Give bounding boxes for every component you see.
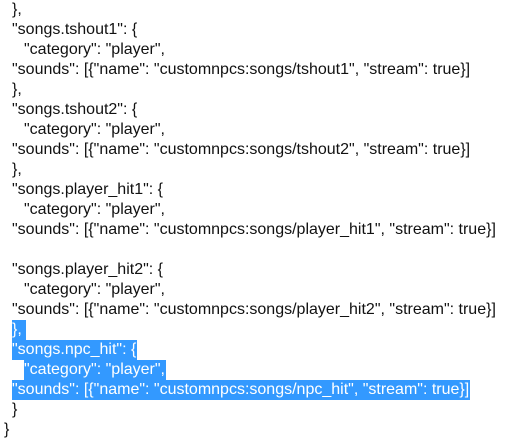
code-line-text: } <box>4 421 10 438</box>
code-line-text: "category": "player", <box>24 281 165 298</box>
code-line-text: }, <box>12 161 22 178</box>
code-line[interactable]: "category": "player", <box>0 40 526 60</box>
code-line[interactable]: } <box>0 400 526 420</box>
code-line-text: "category": "player", <box>24 41 165 58</box>
code-line[interactable]: "sounds": [{"name": "customnpcs:songs/pl… <box>0 300 526 320</box>
code-line-text: "songs.tshout1": { <box>12 21 138 38</box>
code-line[interactable]: }, <box>0 160 526 180</box>
code-line-selected[interactable]: "sounds": [{"name": "customnpcs:songs/np… <box>0 380 526 400</box>
code-line-selected[interactable]: "category": "player", <box>0 360 526 380</box>
code-line[interactable]: "sounds": [{"name": "customnpcs:songs/ts… <box>0 60 526 80</box>
code-line[interactable]: }, <box>0 0 526 20</box>
code-line-text: }, <box>12 81 22 98</box>
code-line-text: "sounds": [{"name": "customnpcs:songs/pl… <box>12 221 496 238</box>
code-line-text: } <box>12 401 18 418</box>
code-line-text: "sounds": [{"name": "customnpcs:songs/np… <box>12 380 471 400</box>
code-line-text: "songs.tshout2": { <box>12 101 138 118</box>
code-line[interactable]: "songs.tshout2": { <box>0 100 526 120</box>
code-line[interactable]: } <box>0 420 526 440</box>
code-line-text: "sounds": [{"name": "customnpcs:songs/pl… <box>12 301 496 318</box>
code-line-text: "songs.player_hit2": { <box>12 261 164 278</box>
code-line[interactable]: "category": "player", <box>0 280 526 300</box>
code-line-text: "category": "player", <box>24 360 166 380</box>
code-line[interactable]: }, <box>0 80 526 100</box>
code-line[interactable]: "songs.player_hit2": { <box>0 260 526 280</box>
code-line-text: "songs.npc_hit": { <box>12 340 138 360</box>
code-line-selected[interactable]: }, <box>0 320 526 340</box>
code-line[interactable]: "category": "player", <box>0 120 526 140</box>
code-line-text: "sounds": [{"name": "customnpcs:songs/ts… <box>12 141 471 158</box>
code-line[interactable]: "category": "player", <box>0 200 526 220</box>
code-line-text: }, <box>12 1 22 18</box>
code-line[interactable]: "songs.tshout1": { <box>0 20 526 40</box>
code-line[interactable]: "sounds": [{"name": "customnpcs:songs/pl… <box>0 220 526 240</box>
code-line[interactable]: "songs.player_hit1": { <box>0 180 526 200</box>
code-line[interactable]: "sounds": [{"name": "customnpcs:songs/ts… <box>0 140 526 160</box>
code-line-text: }, <box>12 320 26 340</box>
code-line-text: "category": "player", <box>24 201 165 218</box>
code-line-text: "category": "player", <box>24 121 165 138</box>
code-line-selected[interactable]: "songs.npc_hit": { <box>0 340 526 360</box>
code-line-text: "sounds": [{"name": "customnpcs:songs/ts… <box>12 61 471 78</box>
code-line-text: "songs.player_hit1": { <box>12 181 164 198</box>
